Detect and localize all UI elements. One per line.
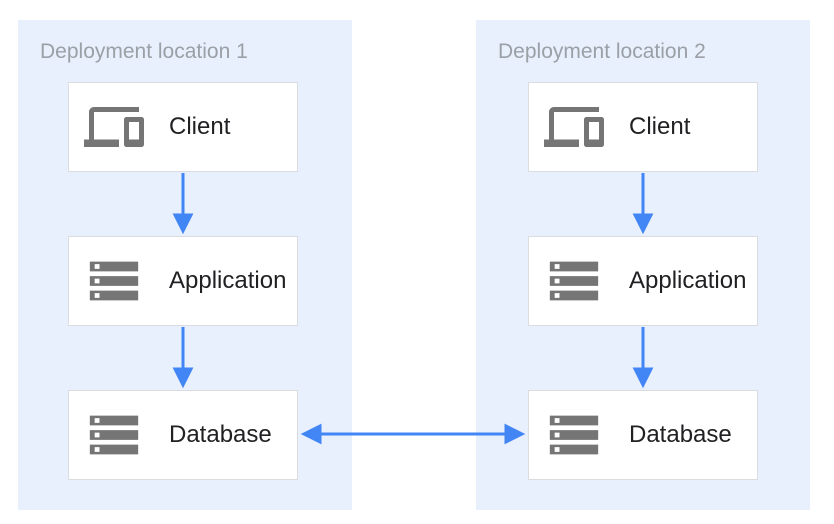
- panel-1-title: Deployment location 1: [40, 40, 248, 63]
- deployment-location-2-panel: Deployment location 2 Client Application: [476, 20, 810, 510]
- node-label: Client: [629, 113, 691, 140]
- server-stack-icon: [543, 250, 605, 312]
- node-client-2: Client: [528, 82, 758, 172]
- node-application-1: Application: [68, 236, 298, 326]
- server-stack-icon: [83, 250, 145, 312]
- node-label: Client: [169, 113, 231, 140]
- server-stack-icon: [83, 404, 145, 466]
- node-label: Application: [169, 267, 287, 294]
- node-label: Database: [629, 421, 732, 448]
- panel-2-title: Deployment location 2: [498, 40, 706, 63]
- node-client-1: Client: [68, 82, 298, 172]
- node-database-1: Database: [68, 390, 298, 480]
- devices-icon: [83, 96, 145, 158]
- server-stack-icon: [543, 404, 605, 466]
- node-application-2: Application: [528, 236, 758, 326]
- node-label: Database: [169, 421, 272, 448]
- node-database-2: Database: [528, 390, 758, 480]
- deployment-location-1-panel: Deployment location 1 Client Application: [18, 20, 352, 510]
- node-label: Application: [629, 267, 747, 294]
- devices-icon: [543, 96, 605, 158]
